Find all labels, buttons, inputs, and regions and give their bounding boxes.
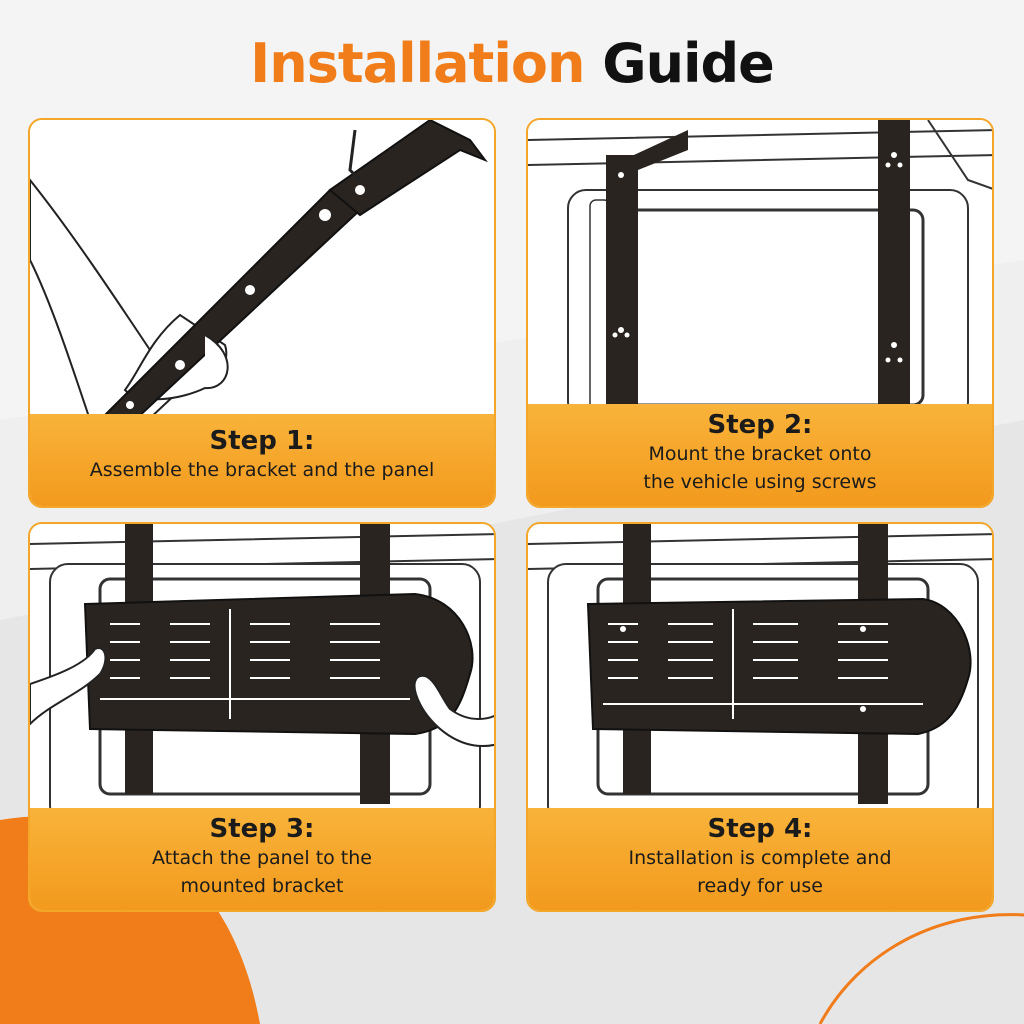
step-2-description: Mount the bracket onto the vehicle using… [643, 443, 877, 493]
bracket-mounted-illustration [528, 120, 992, 420]
bracket-assembly-illustration [30, 120, 494, 420]
step-1-description: Assemble the bracket and the panel [89, 459, 435, 482]
title-part-2: Guide [602, 32, 775, 95]
step-2-caption: Step 2: Mount the bracket onto the vehic… [528, 404, 992, 506]
panel-attach-illustration [30, 524, 494, 824]
step-4-label: Step 4: [707, 814, 813, 844]
step-3-card: Step 3: Attach the panel to the mounted … [28, 522, 496, 912]
step-4-description: Installation is complete and ready for u… [628, 847, 892, 897]
step-1-label: Step 1: [209, 426, 315, 456]
step-3-description: Attach the panel to the mounted bracket [151, 847, 372, 897]
page-title: Installation Guide [0, 34, 1024, 93]
step-2-label: Step 2: [707, 410, 813, 440]
step-1-card: Step 1: Assemble the bracket and the pan… [28, 118, 496, 508]
step-2-card: Step 2: Mount the bracket onto the vehic… [526, 118, 994, 508]
step-1-caption: Step 1: Assemble the bracket and the pan… [30, 414, 494, 506]
step-3-label: Step 3: [209, 814, 315, 844]
title-part-1: Installation [250, 32, 585, 95]
step-4-caption: Step 4: Installation is complete and rea… [528, 808, 992, 910]
installation-complete-illustration [528, 524, 992, 824]
step-4-card: Step 4: Installation is complete and rea… [526, 522, 994, 912]
step-3-caption: Step 3: Attach the panel to the mounted … [30, 808, 494, 910]
